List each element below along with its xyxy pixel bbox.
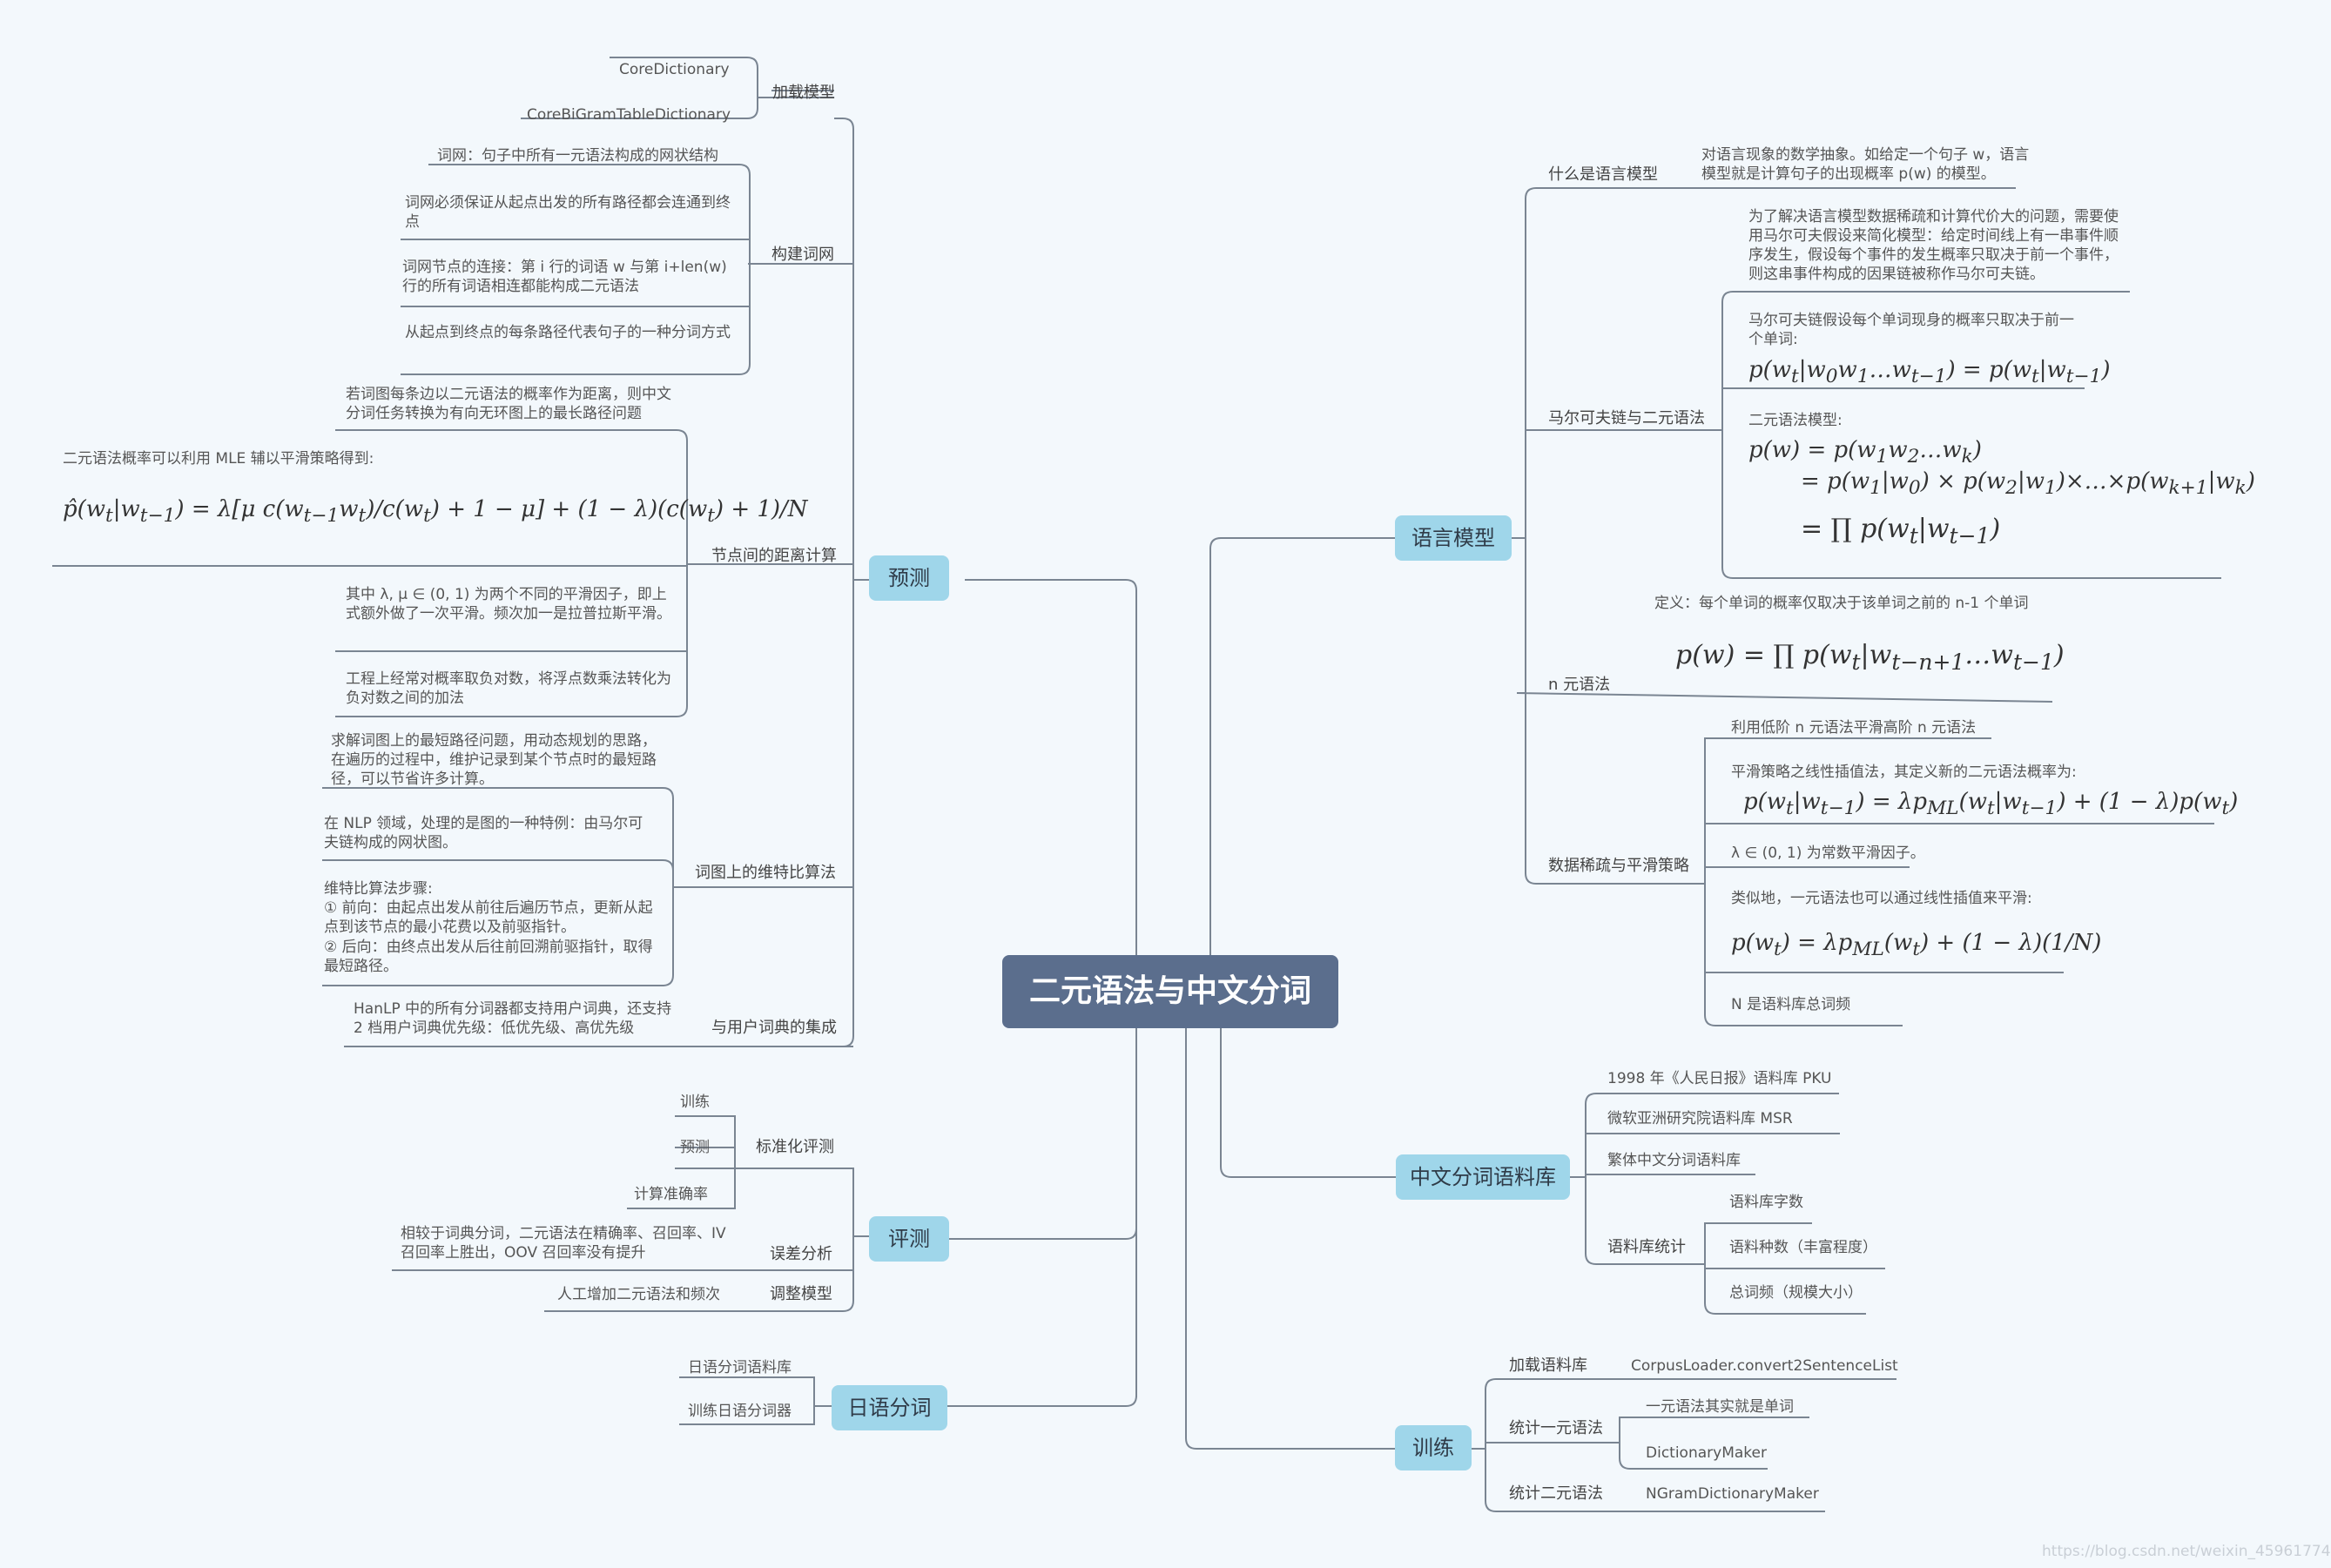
- topic-japanese[interactable]: 日语分词: [832, 1385, 947, 1430]
- leaf-corpus-variety: 语料种数（丰富程度）: [1729, 1239, 1877, 1256]
- leaf-japanese-trainer: 训练日语分词器: [688, 1403, 792, 1420]
- leaf-sparse-unigram: 类似地，一元语法也可以通过线性插值来平滑:: [1731, 890, 2032, 907]
- formula-linear-interp: p(wt|wt−1) = λpML(wt|wt−1) + (1 − λ)p(wt…: [1743, 789, 2239, 820]
- leaf-word-net-link: 词网节点的连接：第 i 行的词语 w 与第 i+len(w) 行的所有词语相连都…: [402, 259, 727, 295]
- topic-language-model[interactable]: 语言模型: [1395, 515, 1512, 561]
- watermark: https://blog.csdn.net/weixin_45961774: [2042, 1543, 2331, 1560]
- leaf-corpus-chars: 语料库字数: [1729, 1194, 1803, 1211]
- leaf-sparse-n: N 是语料库总词频: [1731, 996, 1851, 1013]
- leaf-ngram-def: 定义：每个单词的概率仅取决于该单词之前的 n-1 个单词: [1654, 595, 2029, 612]
- leaf-corpus-freq: 总词频（规模大小）: [1729, 1284, 1863, 1302]
- leaf-distance-mle: 二元语法概率可以利用 MLE 辅以平滑策略得到:: [63, 450, 374, 468]
- leaf-viterbi-steps: 维特比算法步骤:: [324, 880, 433, 898]
- branch-corpus-stats[interactable]: 语料库统计: [1607, 1238, 1686, 1256]
- leaf-distance-factors: 其中 λ, μ ∈ (0, 1) 为两个不同的平滑因子，即上式额外做了一次平滑。…: [346, 586, 671, 622]
- leaf-eval-accuracy: 计算准确率: [634, 1186, 708, 1203]
- leaf-sparse-lower-order: 利用低阶 n 元语法平滑高阶 n 元语法: [1731, 719, 1977, 737]
- leaf-markov-chain: 马尔可夫链假设每个单词现身的概率只取决于前一个单词:: [1748, 312, 2074, 348]
- topic-train[interactable]: 训练: [1395, 1425, 1472, 1470]
- formula-mle-smoothing: p̂(wt|wt−1) = λ[μ c(wt−1wt)/c(wt) + 1 − …: [63, 496, 808, 528]
- leaf-distance-longest: 若词图每条边以二元语法的概率作为距离，则中文分词任务转换为有向无环图上的最长路径…: [346, 386, 671, 422]
- leaf-core-dictionary: CoreDictionary: [619, 61, 730, 78]
- leaf-word-net-def: 词网：句子中所有一元语法构成的网状结构: [437, 147, 718, 165]
- leaf-word-net-path: 从起点到终点的每条路径代表句子的一种分词方式: [405, 324, 731, 341]
- topic-evaluate[interactable]: 评测: [869, 1216, 949, 1262]
- leaf-error-analysis: 相较于词典分词，二元语法在精确率、召回率、IV 召回率上胜出，OOV 召回率没有…: [401, 1225, 726, 1262]
- topic-corpus[interactable]: 中文分词语料库: [1396, 1154, 1570, 1200]
- topic-predict[interactable]: 预测: [869, 555, 949, 601]
- branch-standard-eval[interactable]: 标准化评测: [756, 1138, 834, 1156]
- branch-markov[interactable]: 马尔可夫链与二元语法: [1548, 409, 1705, 427]
- branch-word-net[interactable]: 构建词网: [771, 246, 834, 264]
- leaf-what-is-lm: 对语言现象的数学抽象。如给定一个句子 w，语言模型就是计算句子的出现概率 p(w…: [1701, 146, 2030, 183]
- branch-load-corpus[interactable]: 加载语料库: [1509, 1356, 1587, 1375]
- leaf-corpus-traditional: 繁体中文分词语料库: [1607, 1152, 1741, 1169]
- formula-markov: p(wt|w0w1…wt−1) = p(wt|wt−1): [1748, 357, 2111, 388]
- leaf-viterbi-backward: ② 后向：由终点出发从后往前回溯前驱指针，取得最短路径。: [324, 939, 653, 975]
- branch-distance[interactable]: 节点间的距离计算: [711, 547, 837, 565]
- leaf-unigram-is-word: 一元语法其实就是单词: [1646, 1398, 1794, 1416]
- branch-adjust-model[interactable]: 调整模型: [770, 1285, 832, 1303]
- formula-bigram-1: p(w) = p(w1w2…wk): [1748, 437, 1982, 468]
- leaf-word-net-connected: 词网必须保证从起点出发的所有路径都会连通到终点: [405, 194, 731, 231]
- branch-what-is-lm[interactable]: 什么是语言模型: [1548, 165, 1658, 184]
- leaf-viterbi-markov: 在 NLP 领域，处理的是图的一种特例：由马尔可夫链构成的网状图。: [324, 815, 643, 851]
- leaf-japanese-corpus: 日语分词语料库: [688, 1359, 792, 1376]
- branch-error-analysis[interactable]: 误差分析: [770, 1245, 832, 1263]
- leaf-core-bigram-dictionary: CoreBiGramTableDictionary: [527, 106, 731, 124]
- leaf-corpus-pku: 1998 年《人民日报》语料库 PKU: [1607, 1070, 1832, 1087]
- branch-ngram[interactable]: n 元语法: [1548, 676, 1611, 694]
- leaf-viterbi-dp: 求解词图上的最短路径问题，用动态规划的思路，在遍历的过程中，维护记录到某个节点时…: [331, 732, 657, 788]
- branch-user-dict[interactable]: 与用户词典的集成: [711, 1019, 837, 1037]
- leaf-adjust-model: 人工增加二元语法和频次: [557, 1286, 720, 1303]
- leaf-ngram-dictionary-maker: NGramDictionaryMaker: [1646, 1485, 1819, 1503]
- branch-unigram-stats[interactable]: 统计一元语法: [1509, 1419, 1603, 1437]
- formula-unigram-interp: p(wt) = λpML(wt) + (1 − λ)(1/N): [1731, 930, 2102, 961]
- formula-bigram-3: = ∏ p(wt|wt−1): [1801, 514, 2001, 548]
- leaf-viterbi-forward: ① 前向：由起点出发从前往后遍历节点，更新从起点到该节点的最小花费以及前驱指针。: [324, 899, 653, 936]
- formula-ngram: p(w) = ∏ p(wt|wt−n+1…wt−1): [1675, 640, 2065, 675]
- leaf-dictionary-maker: DictionaryMaker: [1646, 1444, 1767, 1462]
- leaf-corpus-msr: 微软亚洲研究院语料库 MSR: [1607, 1110, 1793, 1127]
- leaf-markov-assumption: 为了解决语言模型数据稀疏和计算代价大的问题，需要使用马尔可夫假设来简化模型：给定…: [1748, 208, 2119, 283]
- leaf-eval-train: 训练: [680, 1094, 710, 1111]
- branch-bigram-stats[interactable]: 统计二元语法: [1509, 1484, 1603, 1503]
- formula-bigram-2: = p(w1|w0) × p(w2|w1)×…×p(wk+1|wk): [1801, 468, 2255, 500]
- leaf-user-dict: HanLP 中的所有分词器都支持用户词典，还支持 2 档用户词典优先级：低优先级…: [354, 1000, 672, 1037]
- leaf-corpus-loader: CorpusLoader.convert2SentenceList: [1631, 1357, 1898, 1375]
- leaf-bigram-model: 二元语法模型:: [1748, 412, 1843, 429]
- leaf-sparse-lambda: λ ∈ (0, 1) 为常数平滑因子。: [1731, 845, 1925, 862]
- leaf-sparse-linear-interp: 平滑策略之线性插值法，其定义新的二元语法概率为:: [1731, 764, 2077, 781]
- branch-viterbi[interactable]: 词图上的维特比算法: [695, 864, 836, 882]
- branch-sparse[interactable]: 数据稀疏与平滑策略: [1548, 857, 1689, 875]
- leaf-distance-neglog: 工程上经常对概率取负对数，将浮点数乘法转化为负对数之间的加法: [346, 670, 671, 707]
- root-topic[interactable]: 二元语法与中文分词: [1002, 955, 1338, 1028]
- leaf-eval-predict: 预测: [680, 1139, 710, 1156]
- branch-load-model[interactable]: 加载模型: [772, 84, 835, 102]
